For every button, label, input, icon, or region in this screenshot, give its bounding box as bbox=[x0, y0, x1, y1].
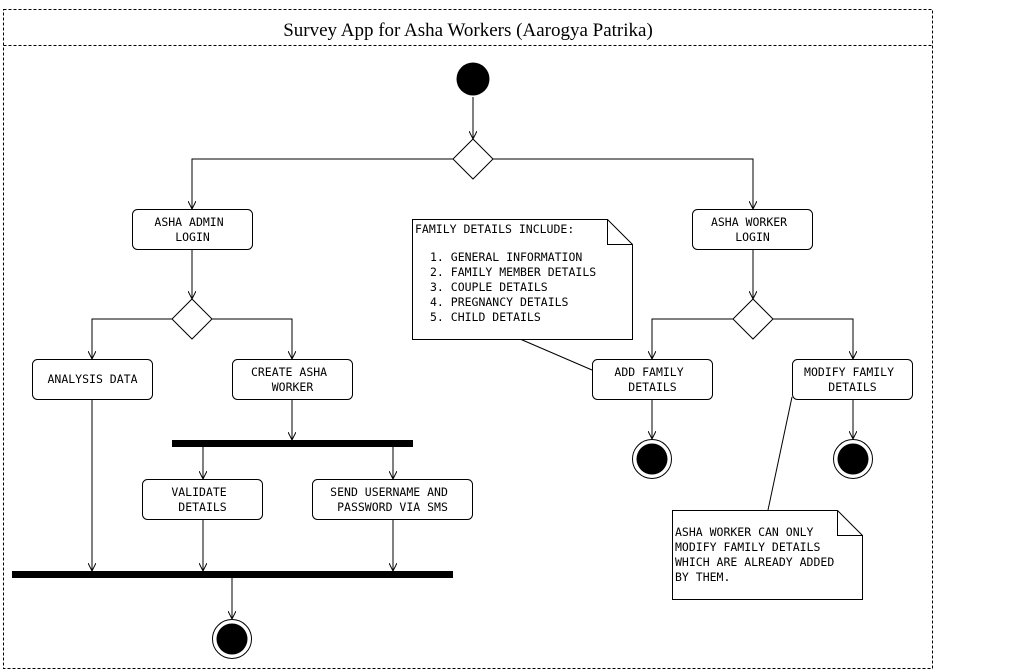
svg-text:ASHA WORKER CAN ONLY: ASHA WORKER CAN ONLY bbox=[675, 525, 814, 539]
note-heading: FAMILY DETAILS INCLUDE: bbox=[415, 222, 574, 236]
decision-worker bbox=[732, 298, 774, 340]
svg-text:BY THEM.: BY THEM. bbox=[675, 570, 730, 584]
decision-admin bbox=[171, 298, 213, 340]
svg-text:CREATE ASHA WORKER: CREATE ASHA WORKER bbox=[251, 365, 334, 394]
svg-text:WHICH ARE ALREADY ADDED: WHICH ARE ALREADY ADDED bbox=[675, 555, 834, 569]
initial-node bbox=[456, 62, 490, 96]
svg-text:MODIFY FAMILY DETAILS: MODIFY FAMILY DETAILS bbox=[804, 365, 901, 394]
connectors bbox=[92, 97, 853, 619]
decision-role bbox=[452, 138, 494, 180]
action-analysis-data: ANALYSIS DATA bbox=[32, 359, 153, 400]
note-item: 5. CHILD DETAILS bbox=[430, 310, 541, 324]
final-node-add-family bbox=[632, 439, 672, 479]
note-item: 1. GENERAL INFORMATION bbox=[430, 250, 582, 264]
final-node-admin bbox=[212, 619, 252, 659]
join-bar bbox=[12, 571, 453, 578]
svg-text:ANALYSIS DATA: ANALYSIS DATA bbox=[47, 372, 137, 386]
action-add-family-details: ADD FAMILY DETAILS bbox=[592, 359, 713, 400]
action-validate-details: VALIDATE DETAILS bbox=[142, 479, 263, 520]
note-modify-rule: ASHA WORKER CAN ONLY MODIFY FAMILY DETAI… bbox=[672, 510, 863, 600]
svg-text:VALIDATE DETAILS: VALIDATE DETAILS bbox=[171, 485, 233, 514]
action-create-asha-worker: CREATE ASHA WORKER bbox=[232, 359, 353, 400]
action-send-credentials: SEND USERNAME AND PASSWORD VIA SMS bbox=[312, 479, 473, 520]
diagram-title: Survey App for Asha Workers (Aarogya Pat… bbox=[283, 20, 653, 41]
note-item: 3. COUPLE DETAILS bbox=[430, 280, 548, 294]
svg-text:ADD FAMILY DETAILS: ADD FAMILY DETAILS bbox=[614, 365, 690, 394]
note-item: 4. PREGNANCY DETAILS bbox=[430, 295, 569, 309]
svg-text:ASHA ADMIN LOGIN: ASHA ADMIN LOGIN bbox=[154, 215, 230, 244]
action-modify-family-details: MODIFY FAMILY DETAILS bbox=[792, 359, 913, 400]
note-family-details: FAMILY DETAILS INCLUDE: 1. GENERAL INFOR… bbox=[412, 219, 633, 340]
diagram-frame: Survey App for Asha Workers (Aarogya Pat… bbox=[3, 9, 933, 669]
svg-text:ASHA WORKER LOGIN: ASHA WORKER LOGIN bbox=[711, 215, 794, 244]
action-admin-login: ASHA ADMIN LOGIN bbox=[132, 209, 253, 250]
final-node-modify-family bbox=[833, 439, 873, 479]
note-item: 2. FAMILY MEMBER DETAILS bbox=[430, 265, 596, 279]
svg-text:SEND USERNAME AND PASSWO: SEND USERNAME AND PASSWORD VIA SMS bbox=[330, 485, 455, 514]
action-worker-login: ASHA WORKER LOGIN bbox=[692, 209, 813, 250]
fork-bar bbox=[172, 440, 413, 447]
svg-text:MODIFY FAMILY DETAILS: MODIFY FAMILY DETAILS bbox=[675, 540, 820, 554]
